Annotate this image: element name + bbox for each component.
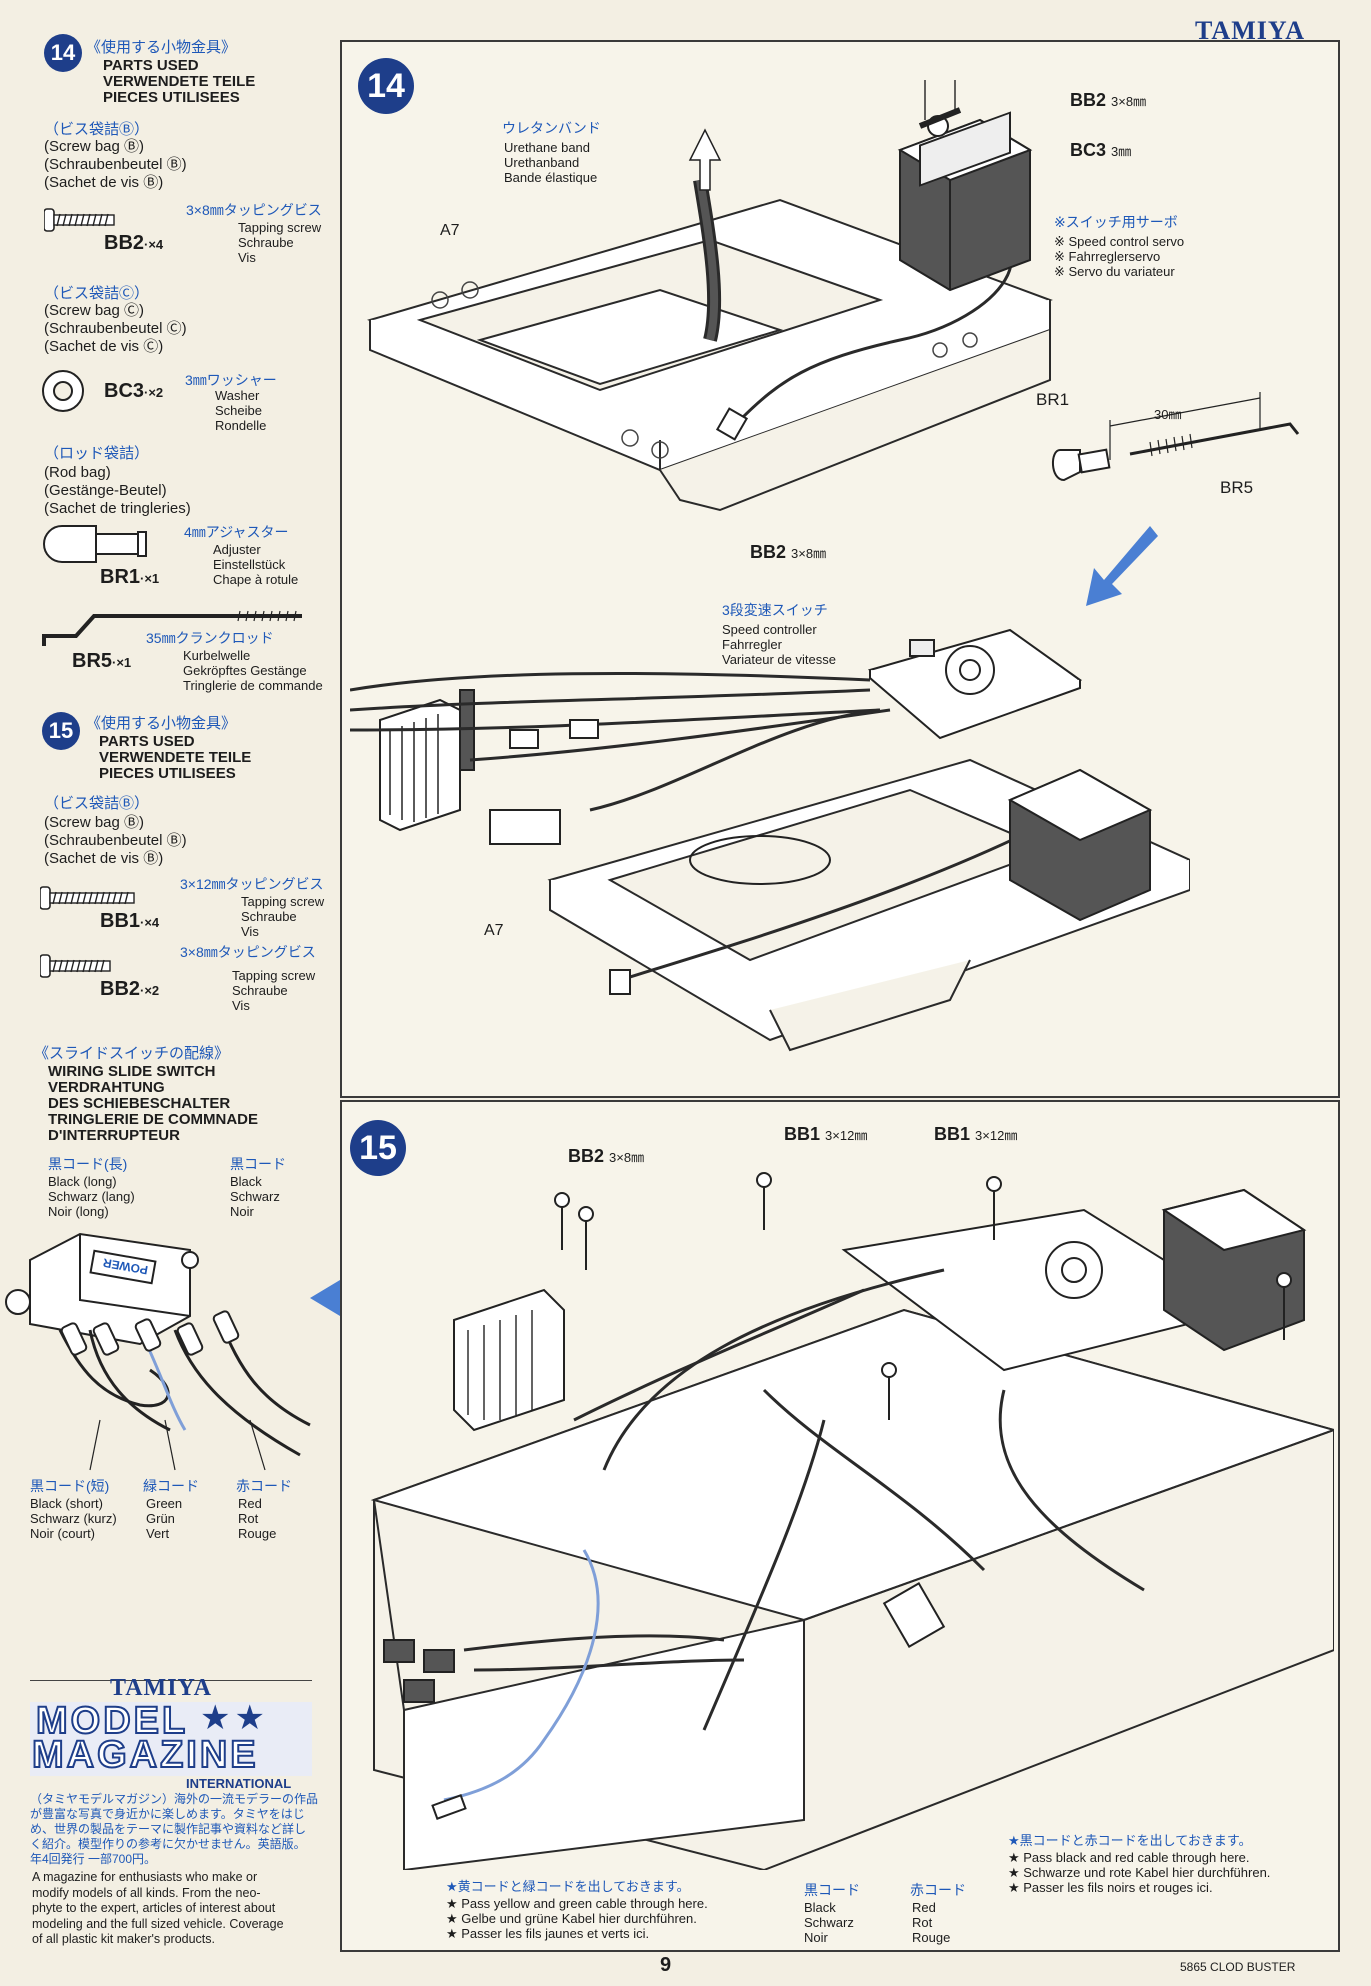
- br1-callout: BR1: [1036, 390, 1070, 409]
- magazine-brand: TAMIYA: [110, 1675, 213, 1701]
- switch-servo-desc: ※ Speed control servo ※ Fahrreglerservo …: [1054, 234, 1185, 279]
- kit-code: 5865 CLOD BUSTER: [1180, 1960, 1296, 1974]
- black-long-jp: 黒コード(長): [48, 1156, 128, 1172]
- bb1-callout-b: BB1 3×12㎜: [934, 1124, 1018, 1144]
- step-14-badge: 14: [44, 34, 82, 72]
- bb1-code: BB1·×4: [100, 910, 160, 932]
- black-short-jp: 黒コード(短): [30, 1478, 110, 1494]
- bag-b-text: (Screw bag Ⓑ) (Schraubenbeutel Ⓑ) (Sache…: [44, 138, 187, 191]
- bc3-callout: BC3 3㎜: [1070, 140, 1132, 160]
- magazine-logo-line1: MODEL: [35, 1699, 189, 1743]
- bb1-desc: Tapping screw Schraube Vis: [241, 894, 325, 939]
- rod-bag-jp: （ロッド袋詰）: [44, 445, 150, 462]
- bag-b-jp-15: （ビス袋詰Ⓑ）: [44, 795, 150, 812]
- br5-callout: BR5: [1220, 478, 1254, 497]
- black-desc: Black Schwarz Noir: [230, 1174, 280, 1219]
- black-long-desc: Black (long) Schwarz (lang) Noir (long): [48, 1174, 135, 1219]
- adjuster-icon: [43, 525, 147, 563]
- bc3-code: BC3·×2: [104, 380, 164, 402]
- step14-parts-jp-title: 《使用する小物金具》: [86, 39, 237, 56]
- green-jp: 緑コード: [143, 1478, 199, 1494]
- wiring-jp-title: 《スライドスイッチの配線》: [34, 1045, 230, 1062]
- step14-upper-assembly: [366, 128, 1053, 512]
- br5-code: BR5·×1: [72, 650, 132, 672]
- br1-desc: Adjuster Einstellstück Chape à rotule: [213, 542, 299, 587]
- step15-parts-title: PARTS USED VERWENDETE TEILE PIECES UTILI…: [99, 733, 252, 782]
- bb2-code: BB2·×4: [104, 232, 164, 254]
- switch-servo-jp: ※スイッチ用サーボ: [1054, 214, 1178, 230]
- red-jp: 赤コード: [236, 1478, 292, 1494]
- br5-jp: 35㎜クランクロッド: [146, 630, 274, 646]
- rod-bag-text: (Rod bag) (Gestänge-Beutel) (Sachet de t…: [44, 464, 191, 517]
- a7-label: A7: [440, 222, 460, 239]
- br1-code: BR1·×1: [100, 566, 160, 588]
- black-jp-15: 黒コード: [804, 1882, 860, 1898]
- rod-length-label: 30㎜: [1154, 407, 1182, 422]
- bag-b-jp: （ビス袋詰Ⓑ）: [44, 121, 150, 138]
- step14-parts-title: PARTS USED VERWENDETE TEILE PIECES UTILI…: [103, 57, 256, 106]
- red-jp-15: 赤コード: [910, 1882, 966, 1898]
- magazine-rule: [30, 1680, 312, 1681]
- bag-c-jp: （ビス袋詰Ⓒ）: [44, 285, 150, 302]
- screw-icon-15: [40, 954, 111, 978]
- page-number: 9: [660, 1954, 672, 1976]
- long-screw-icon: [40, 886, 135, 910]
- br1-jp: 4㎜アジャスター: [184, 524, 289, 540]
- note-yellow-desc: ★ Pass yellow and green cable through he…: [446, 1896, 708, 1941]
- bb2-jp-15: 3×8㎜タッピングビス: [180, 944, 316, 960]
- urethane-desc: Urethane band Urethanband Bande élastiqu…: [504, 140, 598, 185]
- a7-lower-label: A7: [484, 922, 504, 939]
- magazine-stars: ★★: [200, 1699, 269, 1737]
- bb2-desc-15: Tapping screw Schraube Vis: [232, 968, 316, 1013]
- arrow-down-left-icon: [1086, 526, 1158, 606]
- crank-rod-icon: [42, 610, 302, 646]
- bc3-jp: 3㎜ワッシャー: [185, 372, 277, 388]
- bb2-callout: BB2 3×8㎜: [1070, 90, 1147, 110]
- washer-icon: [42, 370, 84, 412]
- bag-c-text: (Screw bag Ⓒ) (Schraubenbeutel Ⓒ) (Sache…: [44, 302, 187, 355]
- bb1-callout-a: BB1 3×12㎜: [784, 1124, 868, 1144]
- magazine-logo-line2: MAGAZINE: [31, 1733, 259, 1777]
- bb2-lower-callout: BB2 3×8㎜: [750, 542, 827, 562]
- bc3-desc: Washer Scheibe Rondelle: [215, 388, 267, 433]
- bb2-callout-15: BB2 3×8㎜: [568, 1146, 645, 1166]
- black-jp: 黒コード: [230, 1156, 286, 1172]
- red-desc: Red Rot Rouge: [238, 1496, 277, 1541]
- magazine-jp-text: （タミヤモデルマガジン）海外の一流モデラーの作品 が豊富な写真で身近かに楽しめま…: [30, 1792, 319, 1866]
- br5-desc: Kurbelwelle Gekröpftes Gestänge Tringler…: [183, 648, 323, 693]
- step14-diagram-badge: 14: [358, 58, 414, 114]
- bb1-jp: 3×12㎜タッピングビス: [180, 876, 324, 892]
- magazine-logo: MODEL ★★ MAGAZINE: [30, 1699, 312, 1777]
- rod-assembly-icon: [1052, 392, 1300, 482]
- step15-parts-jp-title: 《使用する小物金具》: [86, 715, 237, 732]
- note-black-red-jp: ★黒コードと赤コードを出しておきます。: [1008, 1833, 1252, 1848]
- step15-diagram-badge: 15: [350, 1120, 406, 1176]
- wiring-title: WIRING SLIDE SWITCH VERDRAHTUNG DES SCHI…: [48, 1063, 258, 1144]
- bb2-jp: 3×8㎜タッピングビス: [186, 202, 322, 218]
- magazine-international: INTERNATIONAL: [186, 1776, 292, 1791]
- bb2-code-15: BB2·×2: [100, 978, 160, 1000]
- green-desc: Green Grün Vert: [146, 1496, 183, 1541]
- screw-icon: [44, 208, 115, 232]
- speed-controller-jp: 3段変速スイッチ: [722, 602, 828, 618]
- step14-lower-assembly: [350, 628, 1190, 1052]
- black-desc-15: Black Schwarz Noir: [804, 1900, 854, 1945]
- speed-controller-desc: Speed controller Fahrregler Variateur de…: [722, 622, 836, 667]
- urethane-jp: ウレタンバンド: [502, 120, 601, 136]
- note-black-red-desc: ★ Pass black and red cable through here.…: [1008, 1850, 1271, 1895]
- step15-assembly: [370, 1172, 1334, 1870]
- black-short-desc: Black (short) Schwarz (kurz) Noir (court…: [30, 1496, 117, 1541]
- note-yellow-jp: ★黄コードと緑コードを出しておきます。: [446, 1879, 690, 1894]
- red-desc-15: Red Rot Rouge: [912, 1900, 951, 1945]
- bb2-desc: Tapping screw Schraube Vis: [238, 220, 322, 265]
- magazine-en-text: A magazine for enthusiasts who make or m…: [32, 1870, 284, 1946]
- step-15-badge: 15: [42, 712, 80, 750]
- slide-switch-drawing: POWER: [5, 1232, 311, 1471]
- servo-icon: [897, 80, 1033, 292]
- bag-b-text-15: (Screw bag Ⓑ) (Schraubenbeutel Ⓑ) (Sache…: [44, 814, 187, 867]
